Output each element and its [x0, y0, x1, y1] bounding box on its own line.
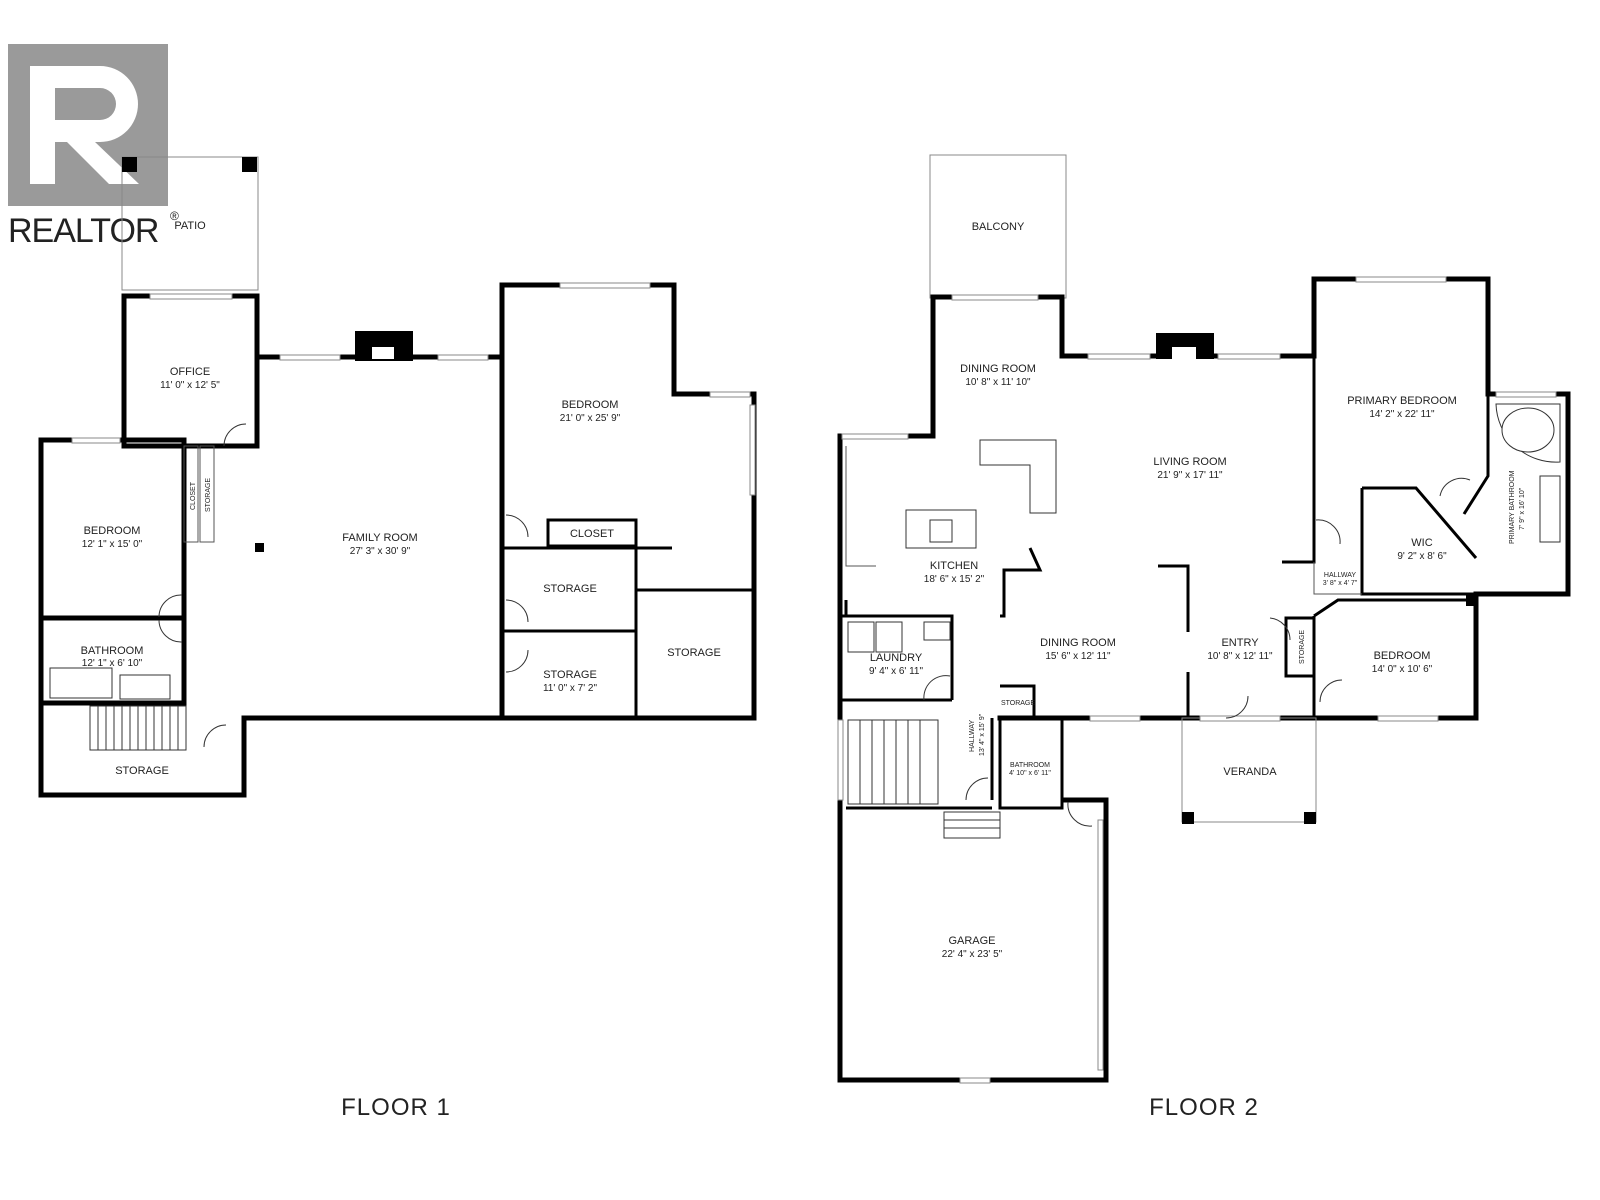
room-label-storage-b: STORAGE [543, 669, 597, 681]
room-dim-hallway-small: 3' 8" x 4' 7" [1323, 580, 1358, 587]
room-label-laundry: LAUNDRY [870, 652, 923, 664]
floor-1 [38, 156, 757, 798]
room-label-bedroom-upper: BEDROOM [1374, 650, 1431, 662]
logo-text: REALTOR [8, 212, 158, 250]
realtor-logo: REALTOR ® [8, 44, 179, 250]
room-dim-family-room: 27' 3" x 30' 9" [350, 546, 411, 557]
room-label-wic: WIC [1411, 537, 1432, 549]
room-dim-bathroom-upper: 4' 10" x 6' 11" [1009, 770, 1051, 777]
room-dim-dining-lower: 15' 6" x 12' 11" [1045, 651, 1111, 662]
room-label-bathroom: BATHROOM [81, 645, 144, 657]
room-label-closet-strip: CLOSET [190, 481, 197, 510]
room-dim-bathroom: 12' 1" x 6' 10" [82, 658, 143, 669]
room-label-storage-strip: STORAGE [205, 478, 212, 512]
room-label-hallway: HALLWAY [969, 720, 976, 752]
room-label-garage: GARAGE [948, 935, 995, 947]
room-label-family-room: FAMILY ROOM [342, 532, 417, 544]
room-dim-office: 11' 0" x 12' 5" [160, 380, 220, 391]
floor-2 [837, 154, 1571, 1084]
room-label-storage-c: STORAGE [667, 647, 721, 659]
room-label-dining-lower: DINING ROOM [1040, 637, 1116, 649]
room-dim-bedroom-upper: 14' 0" x 10' 6" [1372, 664, 1433, 675]
room-label-veranda: VERANDA [1223, 766, 1277, 778]
floor-2-label: FLOOR 2 [1149, 1094, 1259, 1121]
room-dim-living-room: 21' 9" x 17' 11" [1157, 470, 1223, 481]
room-label-storage-small: STORAGE [1001, 700, 1035, 707]
room-label-bathroom-upper: BATHROOM [1010, 762, 1050, 769]
room-label-storage-d: STORAGE [115, 765, 169, 777]
room-dim-primary-bedroom: 14' 2" x 22' 11" [1369, 409, 1435, 420]
room-label-storage-a: STORAGE [543, 583, 597, 595]
room-label-entry: ENTRY [1221, 637, 1259, 649]
room-label-closet: CLOSET [570, 528, 614, 540]
room-dim-storage-b: 11' 0" x 7' 2" [543, 683, 598, 694]
room-dim-bedroom-left: 12' 1" x 15' 0" [82, 539, 143, 550]
room-label-living-room: LIVING ROOM [1153, 456, 1226, 468]
room-dim-dining-upper: 10' 8" x 11' 10" [965, 377, 1031, 388]
room-label-balcony: BALCONY [972, 221, 1025, 233]
room-label-kitchen: KITCHEN [930, 560, 978, 572]
room-label-bedroom-main: BEDROOM [562, 399, 619, 411]
room-label-bedroom-left: BEDROOM [84, 525, 141, 537]
room-dim-laundry: 9' 4" x 6' 11" [869, 666, 924, 677]
room-label-dining-upper: DINING ROOM [960, 363, 1036, 375]
room-label-primary-bedroom: PRIMARY BEDROOM [1347, 395, 1457, 407]
room-dim-garage: 22' 4" x 23' 5" [942, 949, 1003, 960]
room-label-patio: PATIO [174, 220, 206, 232]
room-label-office: OFFICE [170, 366, 210, 378]
room-dim-hallway: 13' 4" x 15' 9" [979, 713, 986, 756]
floor-1-label: FLOOR 1 [341, 1094, 451, 1121]
room-dim-bedroom-main: 21' 0" x 25' 9" [560, 413, 621, 424]
logo-registered-mark: ® [170, 209, 179, 223]
room-dim-primary-bathroom: 7' 9" x 16' 10" [1519, 487, 1526, 530]
room-label-primary-bathroom: PRIMARY BATHROOM [1509, 470, 1516, 544]
room-label-storage-entry: STORAGE [1299, 630, 1306, 664]
room-label-hallway-small: HALLWAY [1324, 572, 1356, 579]
room-dim-entry: 10' 8" x 12' 11" [1207, 651, 1273, 662]
room-dim-wic: 9' 2" x 8' 6" [1397, 551, 1447, 562]
room-dim-kitchen: 18' 6" x 15' 2" [924, 574, 985, 585]
